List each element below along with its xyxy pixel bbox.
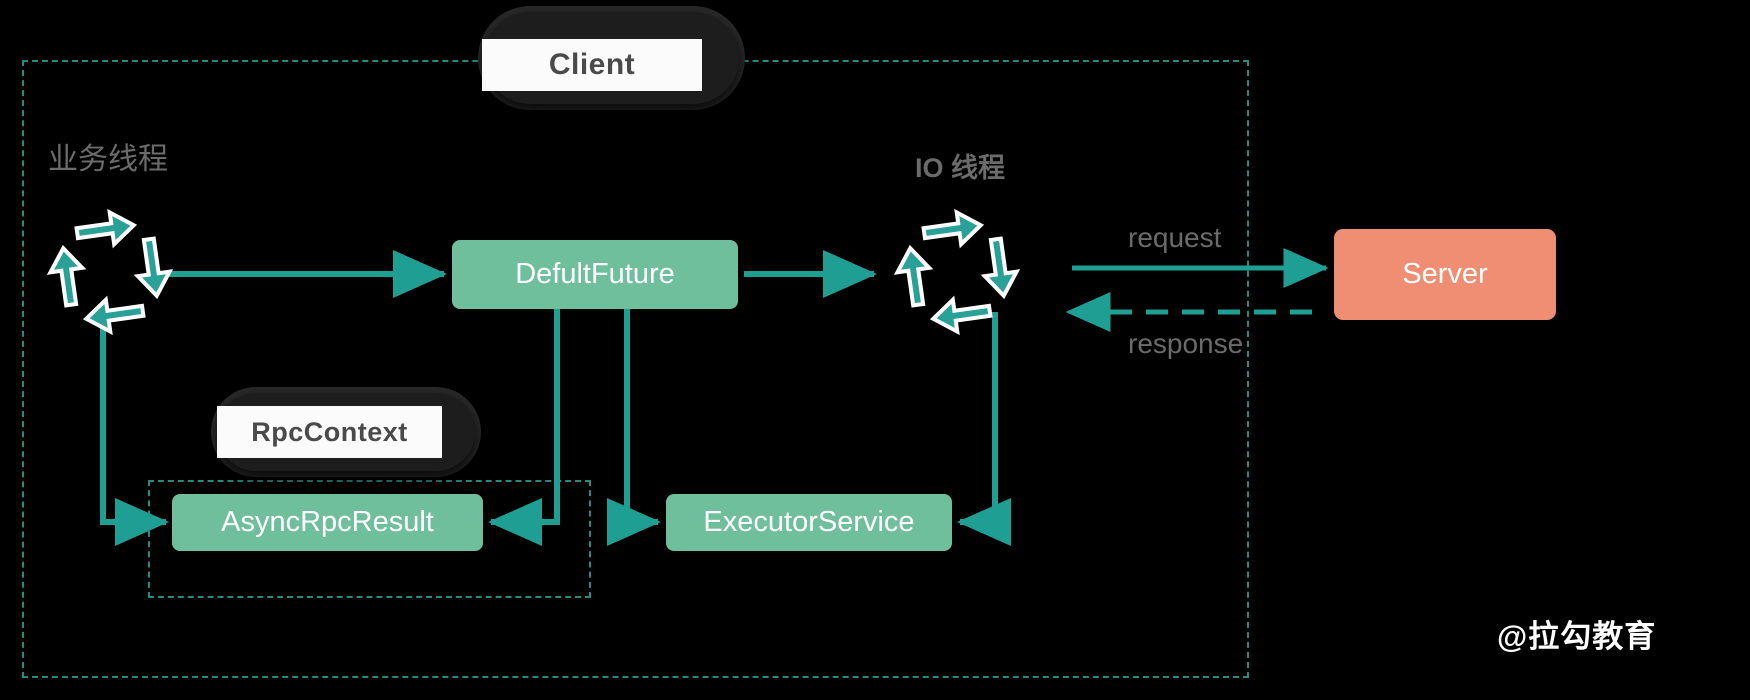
io-thread-label: IO 线程 bbox=[915, 153, 1006, 183]
response-label: response bbox=[1128, 328, 1244, 359]
rpccontext-chip-text: RpcContext bbox=[217, 406, 442, 458]
io-thread-circular-arrows-icon bbox=[893, 208, 1021, 336]
client-chip-text: Client bbox=[482, 39, 702, 91]
wire-defultfuture-to-executorservice bbox=[607, 309, 661, 546]
business-thread-circular-arrows-icon bbox=[46, 208, 174, 336]
wire-iothread-to-executorservice bbox=[957, 312, 1011, 546]
wire-asyncrpcresult-to-business bbox=[100, 322, 164, 525]
asyncrpcresult-node[interactable]: AsyncRpcResult bbox=[172, 494, 483, 551]
business-thread-label: 业务线程 bbox=[48, 143, 168, 176]
executorservice-node[interactable]: ExecutorService bbox=[666, 494, 952, 551]
wire-defultfuture-to-asyncrpcresult bbox=[488, 309, 560, 546]
request-label: request bbox=[1128, 222, 1222, 253]
server-node[interactable]: Server bbox=[1334, 229, 1556, 320]
watermark: @拉勾教育 bbox=[1497, 619, 1657, 654]
defultfuture-node[interactable]: DefultFuture bbox=[452, 240, 738, 309]
